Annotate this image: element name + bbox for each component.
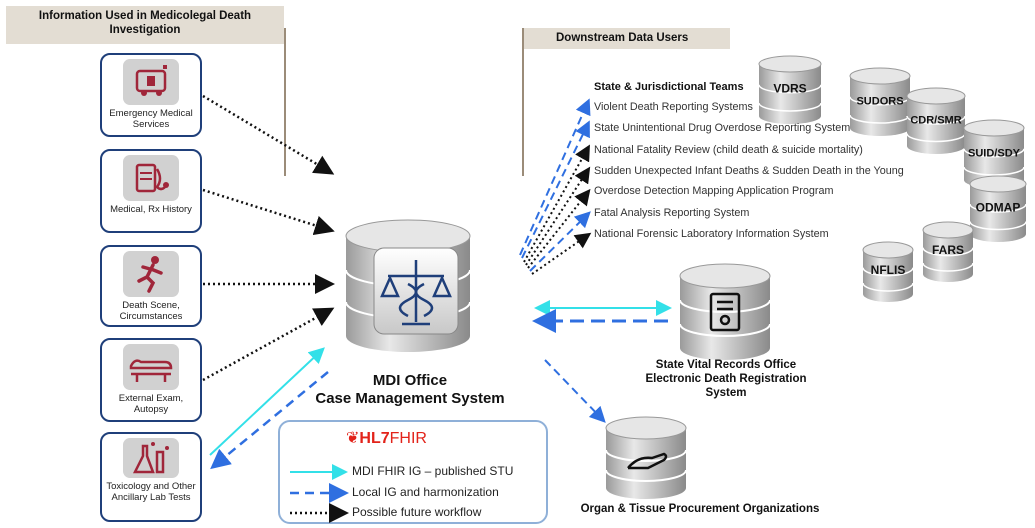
clipboard-stethoscope-icon <box>123 155 179 201</box>
database-label: VDRS <box>773 82 806 96</box>
lab-flask-icon <box>123 438 179 478</box>
database-cylinder-fars: FARS <box>922 221 974 282</box>
database-label: NFLIS <box>871 263 906 277</box>
hl7-fhir-logo: ❦HL7FHIR <box>346 428 427 448</box>
left-divider <box>284 28 286 176</box>
downstream-arrows <box>519 98 592 275</box>
database-cylinder-nflis: NFLIS <box>862 241 914 302</box>
database-label: SUID/SDY <box>968 148 1021 160</box>
user-item: State Unintentional Drug Overdose Report… <box>594 122 851 134</box>
user-item: Sudden Unexpected Infant Deaths & Sudden… <box>594 165 904 177</box>
ambulance-icon <box>123 59 179 105</box>
database-cylinder-odmap: ODMAP <box>969 175 1027 242</box>
source-ems: Emergency Medical Services <box>100 53 202 137</box>
user-item: Violent Death Reporting Systems <box>594 101 753 113</box>
legend-item-label: MDI FHIR IG – published STU <box>352 464 514 478</box>
source-autopsy: External Exam, Autopsy <box>100 338 202 422</box>
source-label: Emergency Medical Services <box>109 108 193 130</box>
local-ig-arrow-organ <box>544 359 606 423</box>
source-label: Toxicology and Other Ancillary Lab Tests <box>106 481 196 503</box>
source-dotted-arrows <box>202 94 335 382</box>
autopsy-table-icon <box>123 344 179 390</box>
hl7-logo-text: HL7 <box>359 430 390 447</box>
vital-records-cylinder <box>679 263 771 360</box>
organ-caption: Organ & Tissue Procurement Organizations <box>580 503 820 515</box>
database-cylinder-cdr-smr: CDR/SMR <box>906 87 966 154</box>
user-item: National Fatality Review (child death & … <box>594 144 863 156</box>
caduceus-scales-icon <box>380 260 452 326</box>
vital-records-caption: State Vital Records Office Electronic De… <box>645 359 807 399</box>
organ-procurement-cylinder <box>605 416 687 499</box>
source-label: Medical, Rx History <box>110 204 192 215</box>
system-title-line1: MDI Office <box>372 372 448 389</box>
source-death-scene: Death Scene, Circumstances <box>100 245 202 327</box>
legend-box: ❦HL7FHIR MDI FHIR IG – published STU Loc… <box>278 420 548 524</box>
case-management-cylinder <box>345 219 471 352</box>
running-person-icon <box>123 251 179 297</box>
source-label: Death Scene, Circumstances <box>119 300 183 322</box>
database-cylinder-vdrs: VDRS <box>758 55 822 124</box>
right-divider <box>522 28 524 176</box>
user-item: Overdose Detection Mapping Application P… <box>594 185 834 197</box>
database-label: FARS <box>932 243 964 257</box>
right-panel-header: Downstream Data Users <box>522 28 730 49</box>
user-item: Fatal Analysis Reporting System <box>594 207 750 219</box>
hl7-flame-icon: ❦ <box>346 430 360 447</box>
fhir-logo-text: FHIR <box>389 430 427 447</box>
source-toxicology: Toxicology and Other Ancillary Lab Tests <box>100 432 202 522</box>
left-panel-header: Information Used in Medicolegal Death In… <box>6 6 284 44</box>
source-medical-history: Medical, Rx History <box>100 149 202 233</box>
users-title: State & Jurisdictional Teams <box>594 81 744 93</box>
legend-item-label: Possible future workflow <box>352 505 482 519</box>
database-cylinder-suid-sdy: SUID/SDY <box>963 119 1025 188</box>
downstream-databases: VDRS SUDORS CDR/SMR SUID/SDY ODMAP FARS NFLIS <box>758 55 1027 302</box>
legend-item-label: Local IG and harmonization <box>352 485 499 499</box>
certificate-icon <box>709 292 741 332</box>
source-label: External Exam, Autopsy <box>118 393 184 415</box>
helping-hand-icon <box>627 452 668 470</box>
database-label: CDR/SMR <box>910 115 961 127</box>
local-ig-arrow-lab <box>210 371 329 470</box>
system-caption: MDI Office Case Management System <box>300 372 520 408</box>
database-label: ODMAP <box>976 201 1021 215</box>
fhir-ig-arrow-lab <box>209 347 325 456</box>
user-item: National Forensic Laboratory Information… <box>594 228 829 240</box>
database-label: SUDORS <box>856 96 903 108</box>
system-title-line2: Case Management System <box>315 390 505 407</box>
legend-swatches <box>290 464 349 523</box>
database-cylinder-sudors: SUDORS <box>849 67 911 136</box>
